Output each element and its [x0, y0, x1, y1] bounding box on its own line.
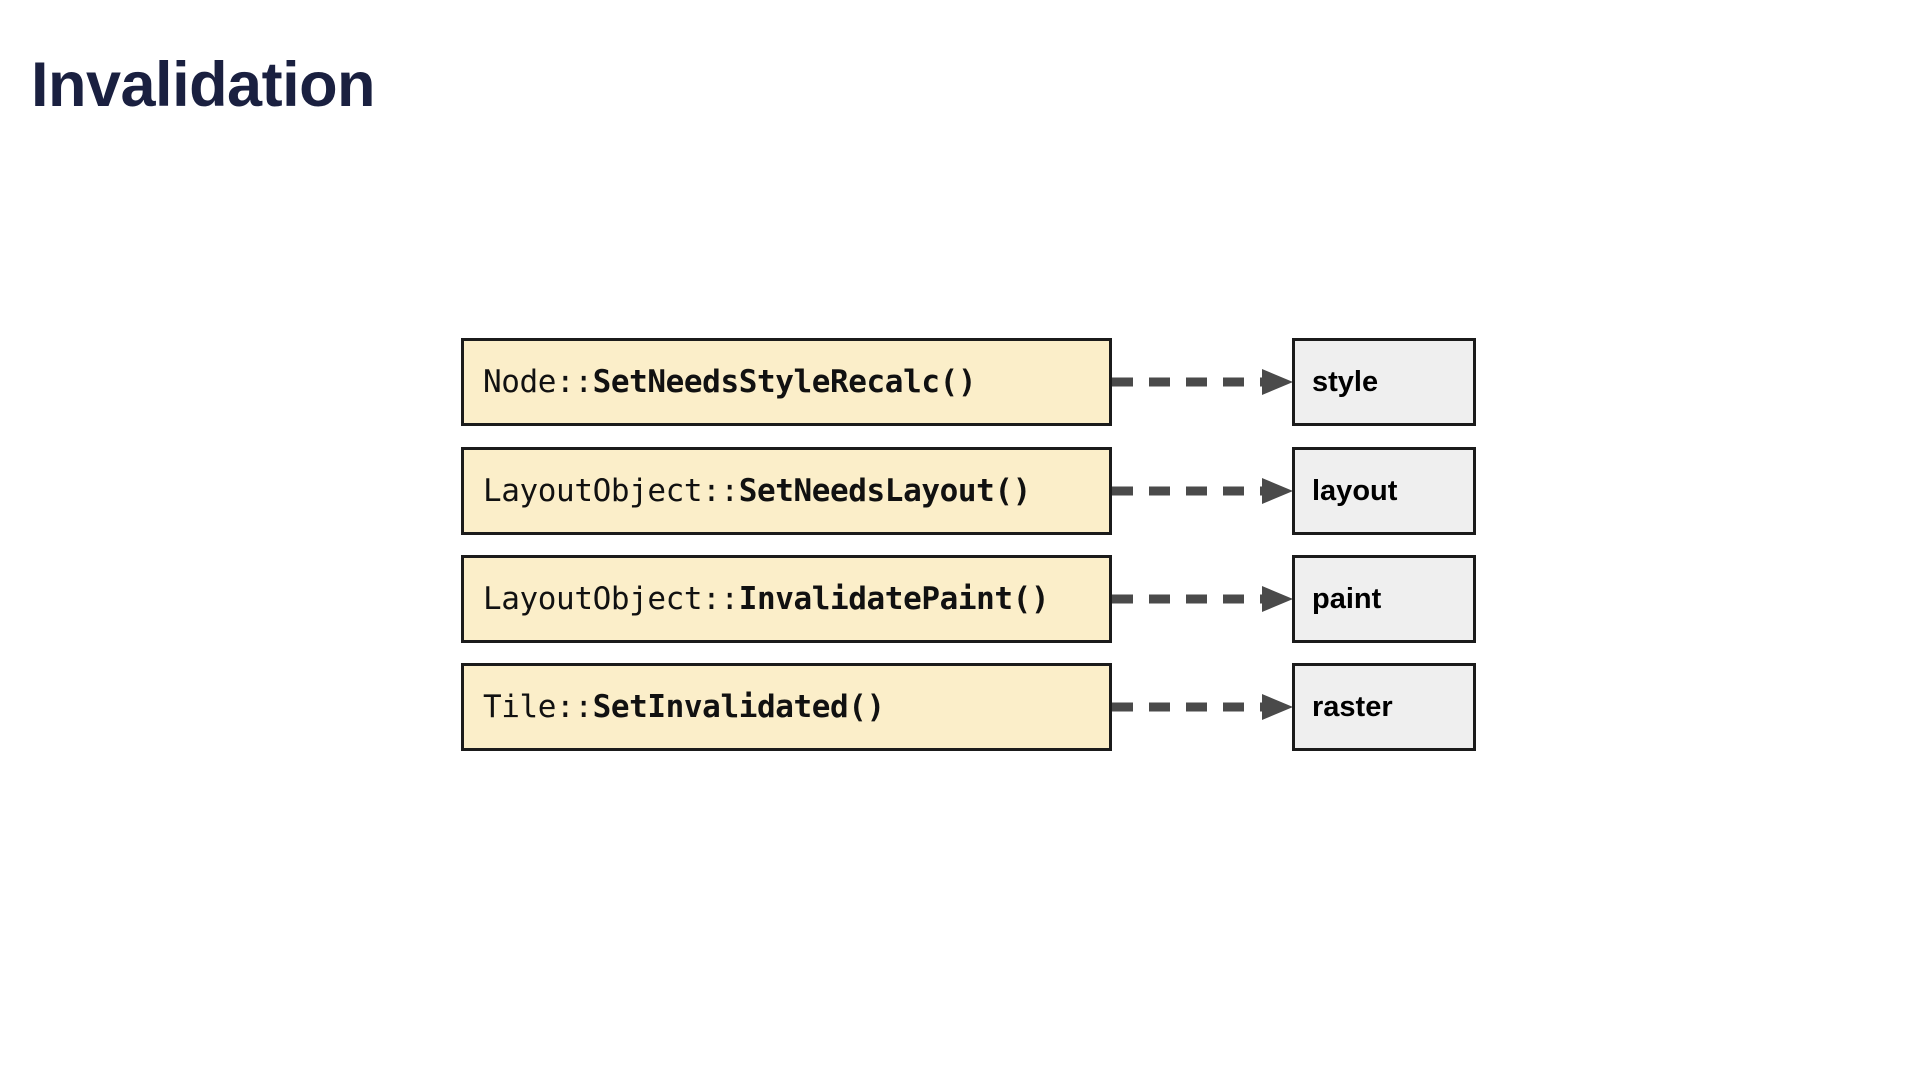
api-box-layout[interactable]: LayoutObject::SetNeedsLayout() — [461, 447, 1112, 535]
diagram-row: Tile::SetInvalidated() raster — [0, 663, 1920, 751]
api-box-style[interactable]: Node::SetNeedsStyleRecalc() — [461, 338, 1112, 426]
api-box-label: Node::SetNeedsStyleRecalc() — [464, 364, 977, 400]
stage-box-raster[interactable]: raster — [1292, 663, 1476, 751]
stage-label: style — [1312, 365, 1379, 398]
api-box-raster[interactable]: Tile::SetInvalidated() — [461, 663, 1112, 751]
api-scope: LayoutObject:: — [483, 473, 739, 509]
stage-label: paint — [1312, 582, 1382, 615]
api-box-label: Tile::SetInvalidated() — [464, 689, 885, 725]
diagram-row: Node::SetNeedsStyleRecalc() style — [0, 338, 1920, 426]
stage-box-style[interactable]: style — [1292, 338, 1476, 426]
api-function: SetNeedsStyleRecalc() — [592, 364, 977, 400]
api-box-label: LayoutObject::SetNeedsLayout() — [464, 473, 1031, 509]
api-scope: LayoutObject:: — [483, 581, 739, 617]
api-scope: Tile:: — [483, 689, 593, 725]
dashed-arrow-icon — [1112, 693, 1293, 721]
stage-box-paint[interactable]: paint — [1292, 555, 1476, 643]
dashed-arrow-icon — [1112, 585, 1293, 613]
dashed-arrow-icon — [1112, 477, 1293, 505]
api-scope: Node:: — [483, 364, 593, 400]
stage-label: layout — [1312, 474, 1398, 507]
api-function: SetNeedsLayout() — [738, 473, 1032, 509]
stage-box-layout[interactable]: layout — [1292, 447, 1476, 535]
api-box-paint[interactable]: LayoutObject::InvalidatePaint() — [461, 555, 1112, 643]
dashed-arrow-icon — [1112, 368, 1293, 396]
api-function: SetInvalidated() — [592, 689, 886, 725]
diagram-row: LayoutObject::InvalidatePaint() paint — [0, 555, 1920, 643]
api-box-label: LayoutObject::InvalidatePaint() — [464, 581, 1050, 617]
stage-label: raster — [1312, 690, 1393, 723]
page-title: Invalidation — [31, 50, 376, 121]
diagram-row: LayoutObject::SetNeedsLayout() layout — [0, 447, 1920, 535]
api-function: InvalidatePaint() — [738, 581, 1050, 617]
